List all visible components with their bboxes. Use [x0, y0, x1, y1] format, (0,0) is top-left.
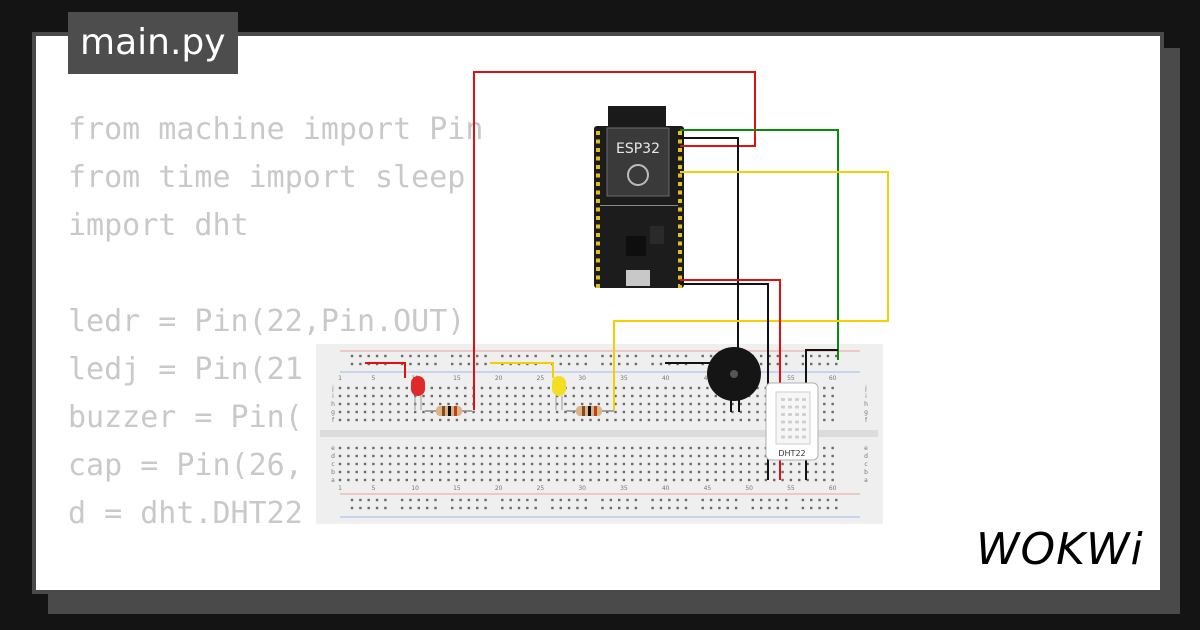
- code-line: d = dht.DHT22: [68, 496, 303, 531]
- column-number: 40: [662, 485, 670, 492]
- code-preview: from machine import Pin from time import …: [68, 106, 484, 590]
- row-letter: h: [864, 401, 868, 408]
- row-letter: g: [331, 409, 335, 416]
- column-number: 10: [411, 485, 419, 492]
- code-line: from machine import Pin: [68, 112, 484, 147]
- dht22-label: DHT22: [778, 449, 805, 458]
- row-letter: f: [332, 417, 335, 424]
- row-letter: a: [864, 477, 868, 484]
- row-letter: b: [331, 469, 335, 476]
- column-number: 45: [704, 485, 712, 492]
- column-number: 60: [829, 485, 837, 492]
- resistor: [566, 406, 614, 416]
- code-line: import dht: [68, 208, 249, 243]
- led-red: [411, 376, 425, 410]
- led-yellow: [552, 376, 566, 410]
- code-line: buzzer = Pin(: [68, 400, 303, 435]
- esp32-pins: [596, 131, 682, 288]
- row-letter: f: [865, 417, 868, 424]
- row-letter: j: [864, 385, 867, 392]
- row-letter: j: [331, 385, 334, 392]
- esp32-label: ESP32: [616, 141, 660, 157]
- code-line: cap = Pin(26,: [68, 448, 303, 483]
- row-letter: g: [864, 409, 868, 416]
- column-number: 55: [787, 485, 795, 492]
- wokwi-logo: WOKWi: [976, 524, 1144, 575]
- column-number: 30: [578, 485, 586, 492]
- row-letter: c: [331, 461, 334, 468]
- column-number: 5: [371, 375, 375, 382]
- column-number: 20: [495, 375, 503, 382]
- column-number: 1: [338, 375, 342, 382]
- column-number: 5: [371, 485, 375, 492]
- column-number: 60: [829, 375, 837, 382]
- column-number: 40: [662, 375, 670, 382]
- column-number: 20: [495, 485, 503, 492]
- project-card: from machine import Pin from time import …: [32, 32, 1164, 594]
- column-number: 30: [578, 375, 586, 382]
- file-tab[interactable]: main.py: [68, 12, 238, 74]
- dht22-vents: [781, 398, 806, 439]
- column-number: 15: [453, 375, 461, 382]
- row-letter: d: [864, 453, 868, 460]
- row-letter: d: [331, 453, 335, 460]
- row-letter: a: [331, 477, 335, 484]
- column-number: 1: [338, 485, 342, 492]
- column-number: 25: [537, 485, 545, 492]
- code-line: ledr = Pin(22,Pin.OUT): [68, 304, 466, 339]
- espressif-logo-icon: [627, 164, 649, 186]
- column-number: 50: [745, 485, 753, 492]
- dht22-sensor: DHT22: [765, 382, 819, 461]
- resistor: [425, 406, 472, 416]
- breadboard-rails: [320, 350, 878, 518]
- row-letter: e: [331, 445, 335, 452]
- code-line: ledj = Pin(21: [68, 352, 303, 387]
- buzzer: [707, 347, 761, 412]
- row-letter: i: [865, 393, 867, 400]
- row-letter: b: [864, 469, 868, 476]
- column-number: 35: [620, 485, 628, 492]
- row-letter: h: [331, 401, 335, 408]
- column-number: 55: [787, 375, 795, 382]
- column-number: 35: [620, 375, 628, 382]
- code-line: from time import sleep: [68, 160, 466, 195]
- row-letter: e: [864, 445, 868, 452]
- column-number: 15: [453, 485, 461, 492]
- row-letter: i: [332, 393, 334, 400]
- row-letter: c: [864, 461, 867, 468]
- column-number: 25: [537, 375, 545, 382]
- esp32-board: ESP32: [594, 106, 684, 288]
